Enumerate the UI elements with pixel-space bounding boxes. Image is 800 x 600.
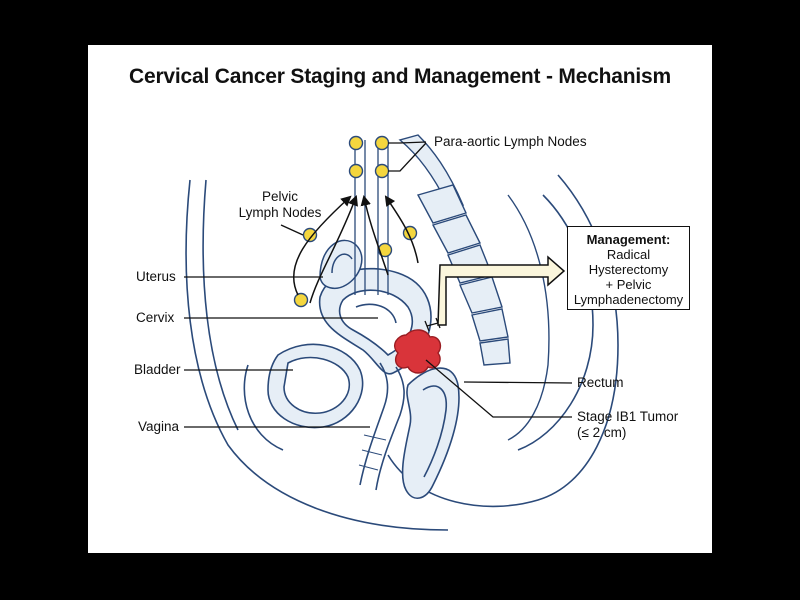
para-aortic-node [374, 163, 390, 179]
sacrum-spine [398, 134, 550, 441]
label-lymph-nodes: Lymph Nodes [238, 205, 322, 220]
ovary [319, 239, 363, 290]
para-aortic-node [374, 135, 390, 151]
pelvic-node [302, 227, 318, 243]
management-heading: Management: [586, 232, 671, 247]
label-bladder: Bladder [134, 362, 181, 377]
bladder [243, 343, 364, 451]
diagram-panel: Cervical Cancer Staging and Management -… [88, 45, 712, 553]
label-vagina: Vagina [138, 419, 180, 434]
spread-arrows [292, 194, 419, 304]
management-line: Radical [606, 247, 651, 262]
lymph-nodes [293, 135, 418, 308]
label-pelvic: Pelvic [261, 189, 298, 204]
pelvic-node [377, 242, 393, 258]
label-cervix: Cervix [136, 310, 175, 325]
label-rectum: Rectum [577, 375, 624, 390]
leader-lines [184, 141, 573, 428]
para-aortic-node [348, 135, 364, 151]
management-line: Hysterectomy [588, 262, 669, 277]
management-line: + Pelvic [605, 277, 652, 292]
label-uterus: Uterus [136, 269, 176, 284]
pelvic-node [293, 292, 309, 308]
management-box: Management: Radical Hysterectomy + Pelvi… [567, 226, 690, 310]
label-para-aortic-lymph-nodes: Para-aortic Lymph Nodes [434, 134, 587, 149]
management-line: Lymphadenectomy [573, 292, 684, 307]
rectum [401, 367, 460, 499]
label-stage-ib1-tumor: Stage IB1 Tumor [577, 409, 679, 424]
anatomy-illustration [184, 134, 619, 531]
vagina [358, 362, 405, 491]
label-tumor-size: (≤ 2 cm) [577, 425, 627, 440]
para-aortic-node [348, 163, 364, 179]
diagram-title: Cervical Cancer Staging and Management -… [129, 65, 671, 88]
management-arrow [437, 255, 566, 326]
